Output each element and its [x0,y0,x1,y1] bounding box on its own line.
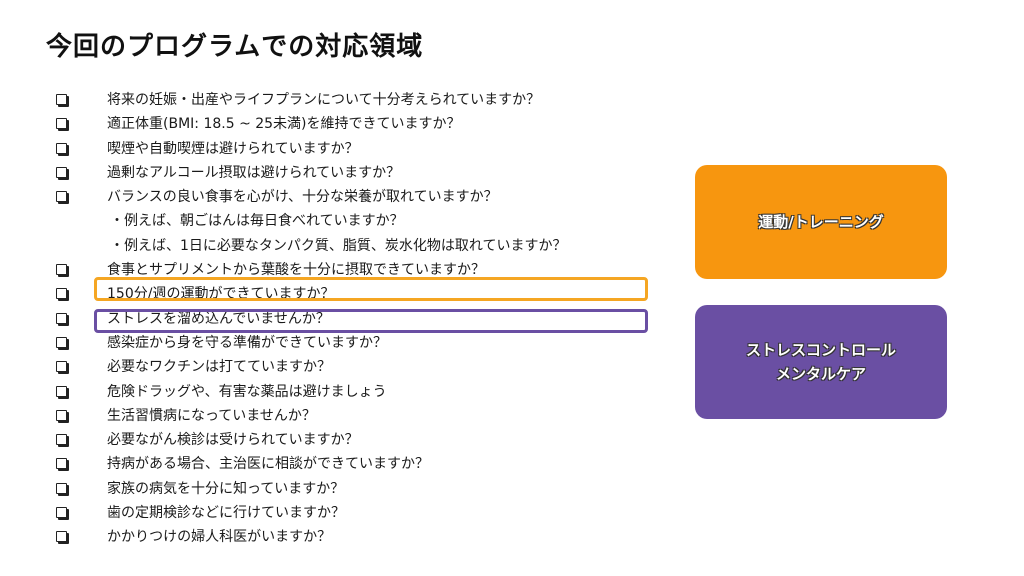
list-item-text: 将来の妊娠・出産やライフプランについて十分考えられていますか？ [107,92,541,108]
checkbox-icon[interactable] [56,361,67,373]
list-item-text: 歯の定期検診などに行けていますか？ [107,505,345,522]
list-item-text: 危険ドラッグや、有害な薬品は避けましょう [107,383,387,400]
list-item: 家族の病気を十分に知っていますか？ [52,477,672,501]
list-item-text: 家族の病気を十分に知っていますか？ [107,480,345,497]
checklist: 将来の妊娠・出産やライフプランについて十分考えられていますか？ 適正体重(BMI:… [52,88,672,550]
list-item: 将来の妊娠・出産やライフプランについて十分考えられていますか？ [52,88,672,112]
list-item-text: 喫煙や自動喫煙は避けられていますか？ [107,140,359,157]
checkbox-icon[interactable] [56,264,67,276]
list-item-text: ・例えば、朝ごはんは毎日食べれていますか？ [110,213,404,230]
checkbox-icon[interactable] [56,118,67,130]
list-item-text: 持病がある場合、主治医に相談ができていますか？ [107,456,429,473]
stress-box-label-line2: メンタルケア [775,365,866,383]
list-item: 必要なワクチンは打てていますか？ [52,355,672,379]
checkbox-icon[interactable] [56,336,67,348]
list-item: ストレスを溜め込んでいませんか？ [52,307,672,331]
checkbox-icon[interactable] [56,312,67,324]
stress-box-label-line1: ストレスコントロール [745,341,896,359]
list-item: 生活習慣病になっていませんか？ [52,404,672,428]
list-item: 必要ながん検診は受けられていますか？ [52,428,672,452]
list-item: 食事とサプリメントから葉酸を十分に摂取できていますか？ [52,258,672,282]
list-item: ・例えば、1日に必要なタンパク質、脂質、炭水化物は取れていますか？ [52,234,672,258]
checkbox-icon[interactable] [56,166,67,178]
list-item: 危険ドラッグや、有害な薬品は避けましょう [52,380,672,404]
exercise-highlight [94,277,648,301]
list-item: 適正体重(BMI: 18.5 ~ 25未満)を維持できていますか？ [52,112,672,136]
list-item: かかりつけの婦人科医がいますか？ [52,525,672,549]
list-item: 感染症から身を守る準備ができていますか？ [52,331,672,355]
list-item-text: 必要なワクチンは打てていますか？ [107,359,331,376]
checkbox-icon[interactable] [56,507,67,519]
list-item: ・例えば、朝ごはんは毎日食べれていますか？ [52,209,672,233]
checkbox-icon[interactable] [56,385,67,397]
stress-mental-care-box: ストレスコントロール メンタルケア [695,305,947,419]
list-item: バランスの良い食事を心がけ、十分な栄養が取れていますか？ [52,185,672,209]
checkbox-icon[interactable] [56,94,67,105]
exercise-box-label: 運動/トレーニング [758,213,884,231]
list-item-text: 食事とサプリメントから葉酸を十分に摂取できていますか？ [107,262,485,279]
exercise-training-box: 運動/トレーニング [695,165,947,279]
checkbox-icon[interactable] [56,191,67,203]
list-item-text: 過剰なアルコール摂取は避けられていますか？ [107,164,401,181]
checkbox-icon[interactable] [56,434,67,446]
list-item-text: 必要ながん検診は受けられていますか？ [107,432,359,449]
list-item-text: ・例えば、1日に必要なタンパク質、脂質、炭水化物は取れていますか？ [110,237,567,254]
checkbox-icon[interactable] [56,409,67,421]
stress-highlight [94,309,648,333]
list-item-text: 生活習慣病になっていませんか？ [107,407,316,424]
list-item-text: バランスの良い食事を心がけ、十分な栄養が取れていますか？ [107,189,498,206]
list-item-text: ストレスを溜め込んでいませんか？ [107,310,330,327]
checkbox-icon[interactable] [56,458,67,470]
list-item-text: かかりつけの婦人科医がいますか？ [107,529,332,546]
checkbox-icon[interactable] [56,531,67,543]
list-item-text: 適正体重(BMI: 18.5 ~ 25未満)を維持できていますか？ [107,116,461,133]
checkbox-icon[interactable] [56,482,67,494]
list-item: 喫煙や自動喫煙は避けられていますか？ [52,137,672,161]
list-item: 持病がある場合、主治医に相談ができていますか？ [52,452,672,476]
list-item: 過剰なアルコール摂取は避けられていますか？ [52,161,672,185]
checkbox-icon[interactable] [56,142,67,154]
page-title: 今回のプログラムでの対応領域 [46,32,424,62]
checkbox-icon[interactable] [56,288,67,300]
list-item-text: 感染症から身を守る準備ができていますか？ [107,334,387,351]
list-item: 歯の定期検診などに行けていますか？ [52,501,672,525]
